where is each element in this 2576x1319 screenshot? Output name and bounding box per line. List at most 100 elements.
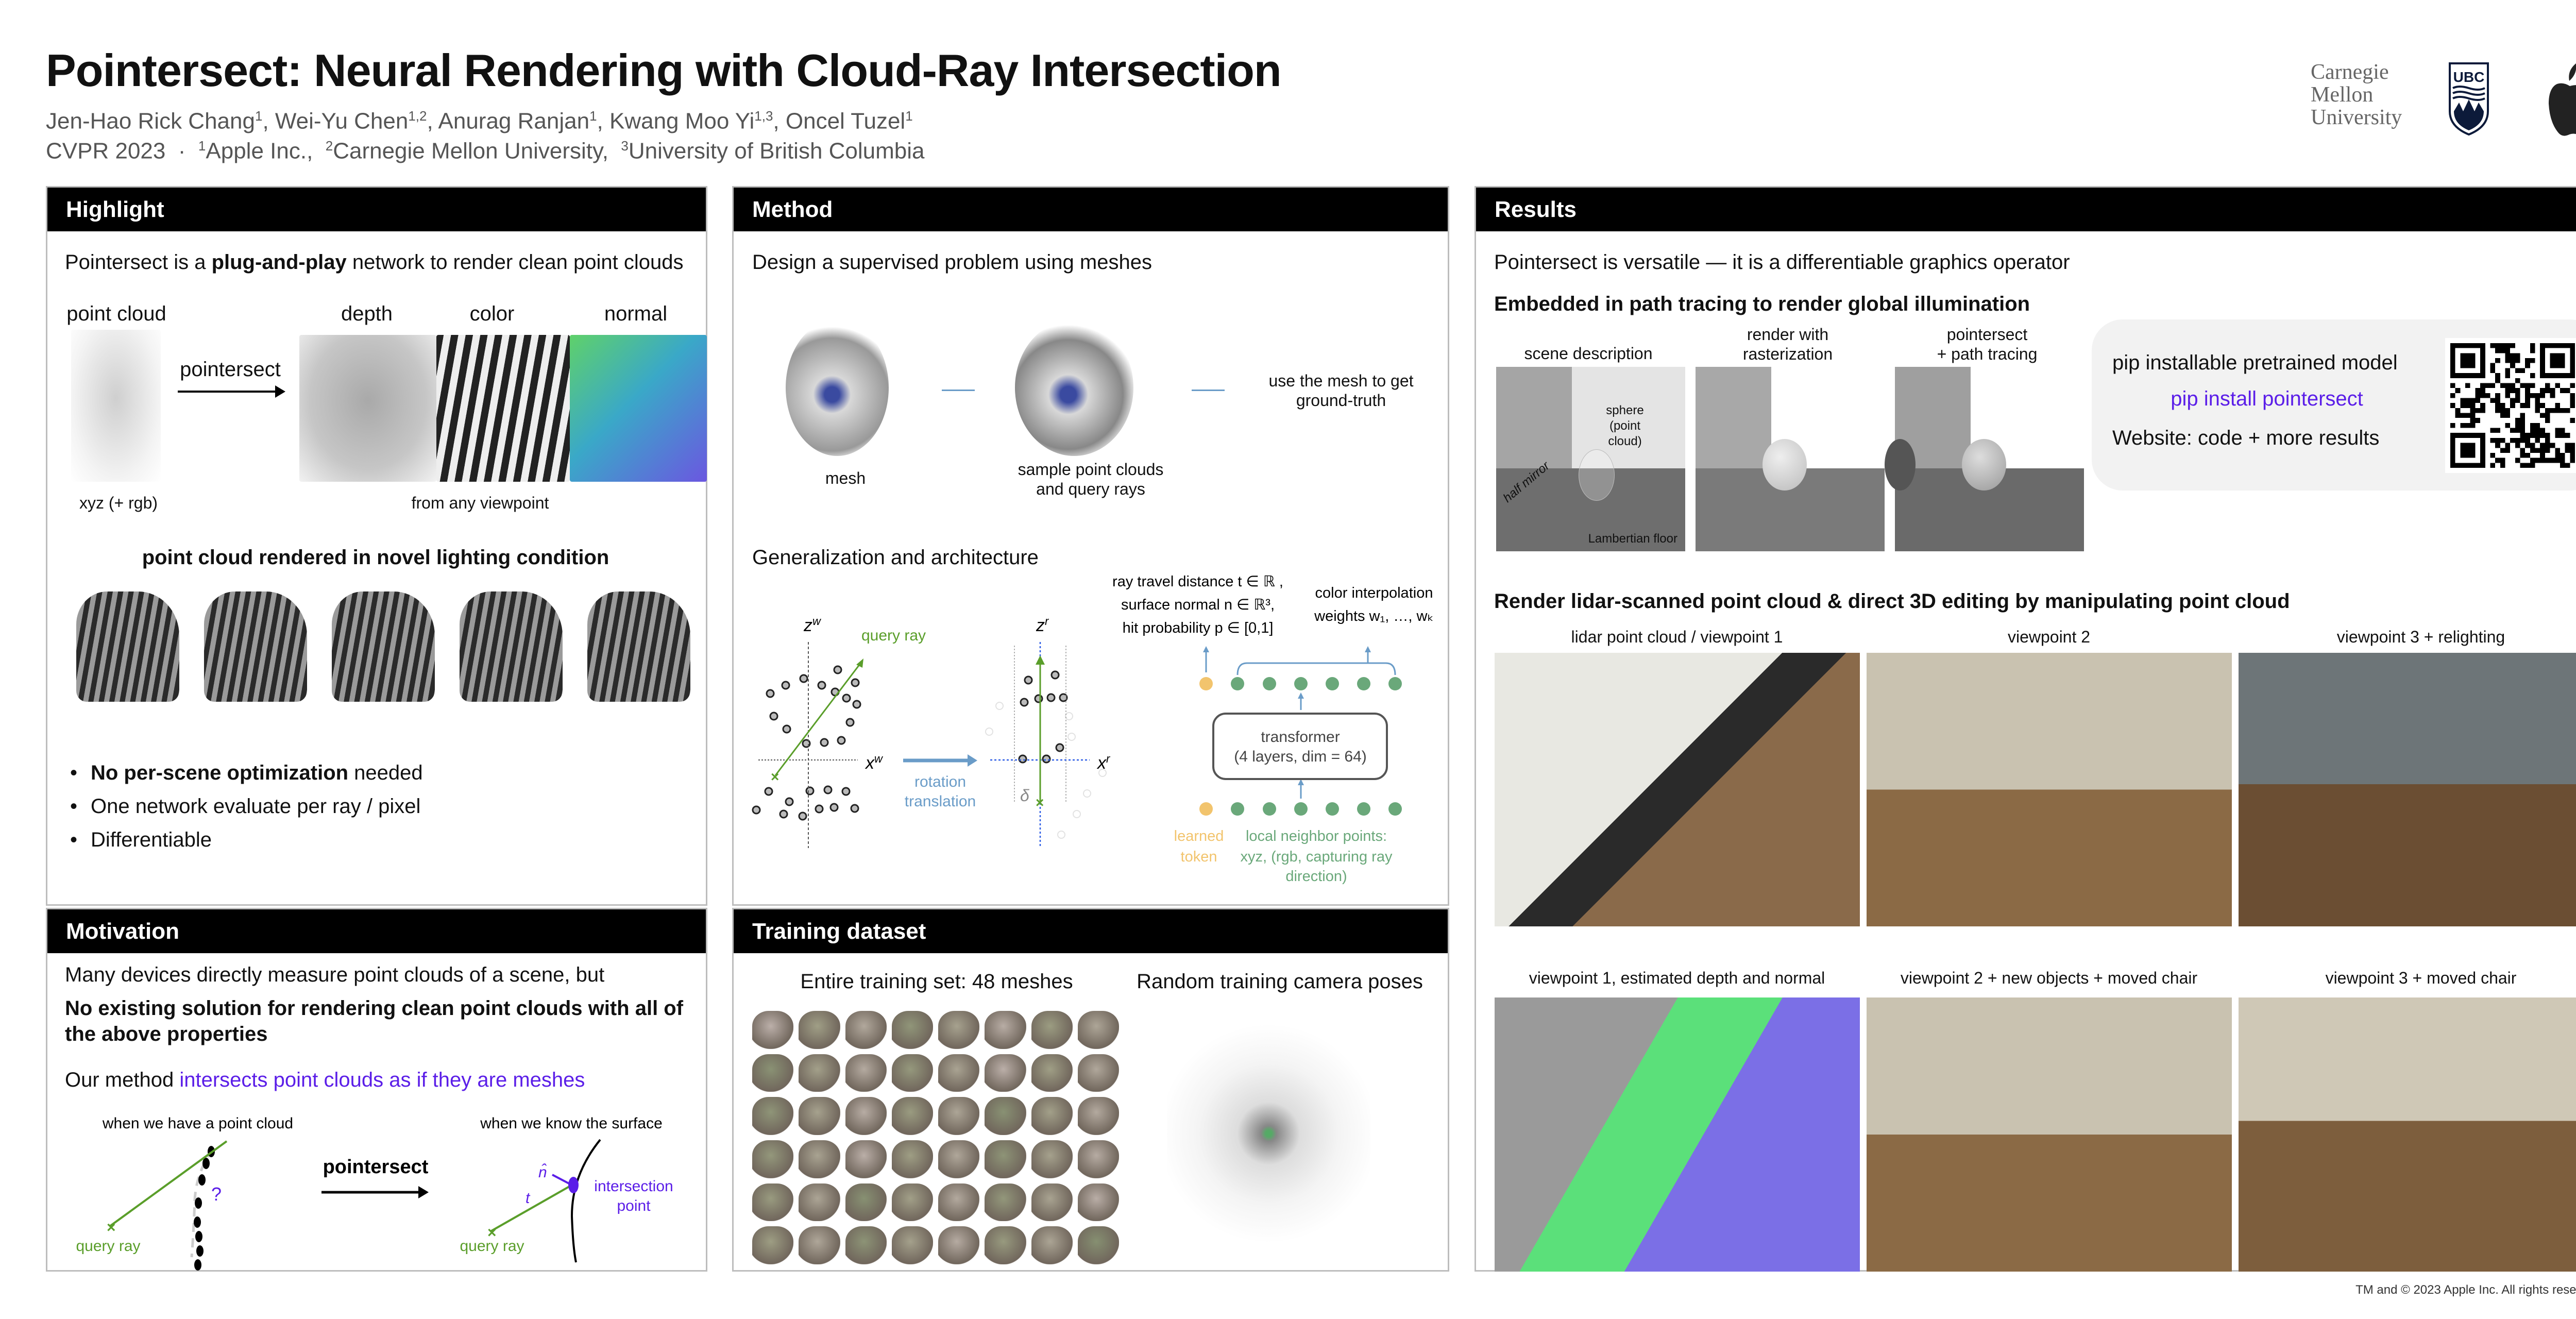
pip-command-link[interactable]: pip install pointersect [2171,387,2363,410]
point [1055,743,1064,752]
point [1263,802,1276,816]
pointersect-arrow-label: pointersect [180,358,281,381]
relit-zebra-image [587,591,690,702]
rasterization-render-image [1696,367,1885,551]
depth-render-image [299,335,436,482]
label-depth: depth [341,302,393,325]
architecture-diagram: zw xw query ray × rotation translation ×… [752,573,1434,885]
viewpoint2-edited-image [1867,997,2232,1272]
training-mesh-thumbnail [1031,1140,1073,1178]
query-ray-label: query ray [76,1238,140,1255]
query-ray-label: query ray [460,1238,524,1255]
training-heading: Training dataset [734,909,1448,953]
qr-code[interactable] [2445,338,2576,473]
gt-label-line: use the mesh to get [1268,371,1414,390]
author: Wei-Yu Chen [275,108,409,134]
output-label: surface normal n ∈ ℝ³, [1121,597,1275,613]
training-mesh-thumbnail [1031,1097,1073,1135]
point [1199,802,1213,816]
training-mesh-thumbnail [938,1140,980,1178]
point [1046,693,1056,702]
arrow-icon [178,385,285,398]
neighbor-label: local neighbor points: [1246,828,1387,844]
intersection-dot [568,1177,579,1193]
author: Kwang Moo Yi [609,108,755,134]
point [781,681,790,690]
training-mesh-thumbnail [985,1054,1026,1092]
output-token-row [1199,677,1402,690]
training-mesh-thumbnail [938,1054,980,1092]
path-tracing-title: Embedded in path tracing to render globa… [1494,293,2030,315]
point [1034,694,1043,703]
training-mesh-thumbnail [891,1011,933,1049]
point [752,805,761,815]
point [1050,670,1060,680]
point [1018,754,1027,764]
bullet-bold: No per-scene optimization [91,762,349,784]
relit-zebra-image [460,591,563,702]
venue: CVPR 2023 [46,138,166,164]
point [1199,677,1213,690]
point [1083,789,1091,798]
poster-title: Pointersect: Neural Rendering with Cloud… [46,45,1282,96]
aff-mark: 2 [325,138,333,154]
architecture-title: Generalization and architecture [752,546,1039,569]
ray-origin-x: × [487,1224,497,1241]
query-ray-line [774,662,862,776]
sphere-label: (point cloud) [1608,419,1642,448]
point [1024,675,1033,685]
motivation-heading: Motivation [47,909,706,953]
normal-arrow [552,1174,572,1186]
row2-label: viewpoint 2 + new objects + moved chair [1900,969,2198,987]
learned-token-label: token [1181,849,1217,865]
mesh-image [786,319,889,456]
label-color: color [469,302,515,325]
label-point-cloud: point cloud [66,302,166,325]
pointersect-label: pointersect [323,1156,429,1178]
point [815,804,824,814]
query-ray-line [490,1184,572,1232]
aff-mark: 3 [621,138,629,154]
bullet-text: One network evaluate per ray / pixel [91,795,421,818]
method-pre: Our method [65,1069,180,1091]
input-caption: xyz (+ rgb) [79,494,158,512]
training-mesh-thumbnail [1077,1011,1119,1049]
svg-text:×: × [771,769,779,785]
training-mesh-thumbnail [845,1011,887,1049]
point [1388,802,1402,816]
bullet-text: Differentiable [91,828,212,851]
training-mesh-thumbnail [985,1140,1026,1178]
input-token-row [1199,802,1402,816]
point [837,736,846,745]
bullet-item: One network evaluate per ray / pixel [65,790,423,823]
sphere-shape [1579,449,1615,501]
path-tracing-render-image [1885,367,2084,551]
training-mesh-thumbnail [938,1226,980,1264]
output-labels: ray travel distance t ∈ ℝ , surface norm… [1112,573,1434,636]
xr-axis-label: xr [1096,752,1111,773]
training-mesh-thumbnail [891,1140,933,1178]
output-label: ray travel distance t ∈ ℝ , [1112,573,1283,590]
point [798,811,807,821]
lidar-viewpoint1-image [1495,653,1860,926]
row2-label: viewpoint 1, estimated depth and normal [1529,969,1825,987]
training-mesh-thumbnail [752,1183,794,1222]
training-mesh-thumbnail [845,1140,887,1178]
motivation-line1: Many devices directly measure point clou… [65,963,605,986]
floor-label: Lambertian floor [1588,532,1677,546]
method-highlight: intersects point clouds as if they are m… [179,1069,585,1091]
zw-axis-label: zw [803,615,822,635]
pip-line: pip installable pretrained model [2112,351,2398,374]
motivation-diagram: when we have a point cloud when we know … [76,1115,673,1271]
intro-text: Pointersect is a [65,251,212,274]
weights-label: weights w₁, …, wₖ [1314,608,1434,624]
row1-label: viewpoint 3 + relighting [2336,628,2505,646]
learned-token-label: learned [1174,828,1224,844]
delta-label: δ [1020,786,1030,805]
color-render-image [436,335,570,482]
row2-label: viewpoint 3 + moved chair [2325,969,2517,987]
method-panel: Method [732,186,1449,906]
pt-label-scene: scene description [1524,344,1653,363]
relit-zebra-image [204,591,307,702]
